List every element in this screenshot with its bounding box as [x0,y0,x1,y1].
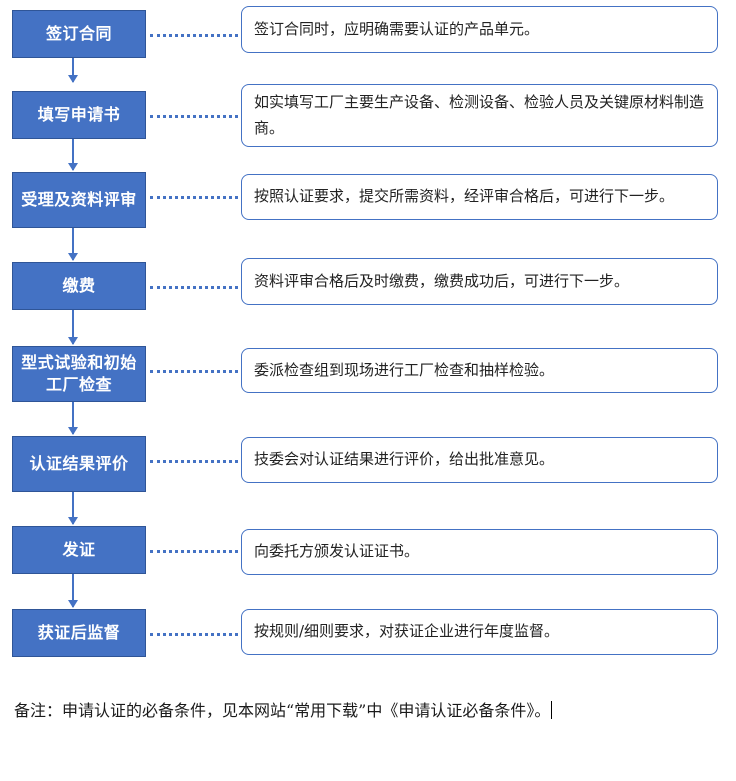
flow-step-box-6[interactable]: 认证结果评价 [12,436,146,492]
flow-arrow-2 [68,139,78,171]
flow-note-box-8: 按规则/细则要求，对获证企业进行年度监督。 [241,609,718,655]
flow-step-box-5[interactable]: 型式试验和初始工厂检查 [12,346,146,402]
connector-dots-8 [150,633,238,636]
flow-note-text-5: 委派检查组到现场进行工厂检查和抽样检验。 [254,360,555,379]
footnote-text: 备注：申请认证的必备条件，见本网站“常用下载”中《申请认证必备条件》。 [14,701,551,720]
flow-note-text-3: 按照认证要求，提交所需资料，经评审合格后，可进行下一步。 [254,187,675,206]
flow-step-label-8: 获证后监督 [37,623,121,643]
text-caret [551,701,553,719]
flow-note-text-6: 技委会对认证结果进行评价，给出批准意见。 [254,450,555,469]
footnote: 备注：申请认证的必备条件，见本网站“常用下载”中《申请认证必备条件》。 [14,695,714,728]
flow-arrow-3 [68,228,78,261]
flow-step-label-2: 填写申请书 [37,105,121,125]
flow-note-box-2: 如实填写工厂主要生产设备、检测设备、检验人员及关键原材料制造商。 [241,84,718,147]
flow-note-box-4: 资料评审合格后及时缴费，缴费成功后，可进行下一步。 [241,258,718,305]
flow-arrow-1 [68,58,78,83]
flow-note-box-1: 签订合同时，应明确需要认证的产品单元。 [241,6,718,53]
flow-step-label-5: 型式试验和初始工厂检查 [21,353,137,394]
flow-note-text-4: 资料评审合格后及时缴费，缴费成功后，可进行下一步。 [254,271,630,290]
connector-dots-1 [150,34,238,37]
flow-note-text-7: 向委托方颁发认证证书。 [254,542,420,561]
flow-note-box-6: 技委会对认证结果进行评价，给出批准意见。 [241,437,718,483]
flow-arrow-5 [68,402,78,435]
flow-step-label-3: 受理及资料评审 [21,190,137,210]
flow-note-text-2: 如实填写工厂主要生产设备、检测设备、检验人员及关键原材料制造商。 [254,93,705,137]
flow-step-box-2[interactable]: 填写申请书 [12,91,146,139]
connector-dots-2 [150,115,238,118]
flow-step-box-4[interactable]: 缴费 [12,262,146,310]
flow-step-label-7: 发证 [62,540,96,560]
flow-note-text-1: 签订合同时，应明确需要认证的产品单元。 [254,19,540,38]
connector-dots-6 [150,460,238,463]
connector-dots-5 [150,370,238,373]
flow-note-box-5: 委派检查组到现场进行工厂检查和抽样检验。 [241,348,718,393]
flow-step-label-1: 签订合同 [45,24,112,44]
flow-step-box-1[interactable]: 签订合同 [12,10,146,58]
flow-arrow-7 [68,574,78,608]
connector-dots-7 [150,550,238,553]
flow-step-label-6: 认证结果评价 [29,454,129,474]
flow-step-box-3[interactable]: 受理及资料评审 [12,172,146,228]
connector-dots-4 [150,286,238,289]
flow-arrow-6 [68,492,78,525]
flow-note-box-3: 按照认证要求，提交所需资料，经评审合格后，可进行下一步。 [241,174,718,220]
flow-note-box-7: 向委托方颁发认证证书。 [241,529,718,575]
flow-step-box-8[interactable]: 获证后监督 [12,609,146,657]
flow-step-box-7[interactable]: 发证 [12,526,146,574]
connector-dots-3 [150,196,238,199]
flow-arrow-4 [68,310,78,345]
flow-note-text-8: 按规则/细则要求，对获证企业进行年度监督。 [254,622,560,641]
flow-step-label-4: 缴费 [62,276,96,296]
